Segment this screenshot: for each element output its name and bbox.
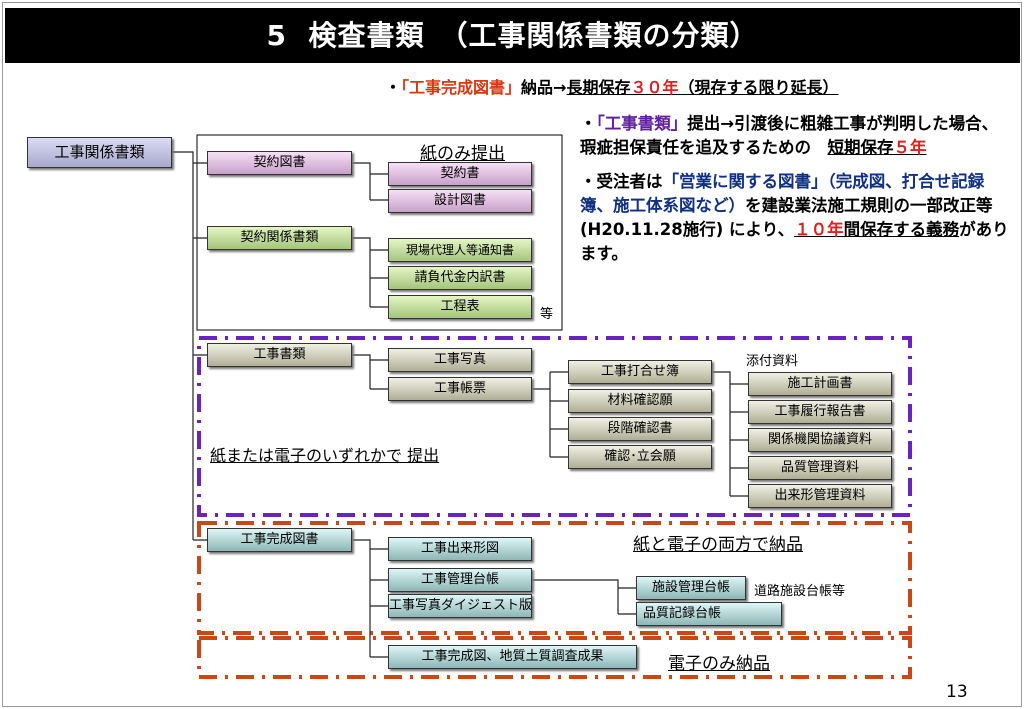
paper-or-electronic-label: 紙または電子のいずれかで 提出 <box>210 446 440 465</box>
page-number: 13 <box>946 682 968 702</box>
box-attachment: 品質管理資料 <box>748 456 892 480</box>
box-attachment: 関係機関協議資料 <box>748 428 892 452</box>
both-frame <box>197 521 912 635</box>
box-ukeoi: 請負代金内訳書 <box>388 266 532 290</box>
box-koji-shorui: 工事書類 <box>207 343 352 367</box>
box-kansei-tosho: 工事完成図書 <box>207 528 352 552</box>
note-koji-shorui: ・「工事書類」提出→引渡後に粗雑工事が判明した場合、瑕疵担保責任を追及するための… <box>580 114 999 157</box>
paper-only-label: 紙のみ提出 <box>420 144 505 164</box>
electronic-only-frame <box>197 636 912 679</box>
attach-label: 添付資料 <box>746 354 799 369</box>
box-attachment: 施工計画書 <box>748 372 892 396</box>
box-keiyaku-tosho: 契約図書 <box>207 151 352 175</box>
box-hinshitsu: 品質記録台帳 <box>636 602 782 626</box>
etc-label: 等 <box>540 307 554 322</box>
box-attachment: 工事履行報告書 <box>748 400 892 424</box>
box-keiyakusho: 契約書 <box>388 162 532 186</box>
box-root: 工事関係書類 <box>27 137 172 168</box>
slide-title: 5 検査書類 （工事関係書類の分類） <box>5 8 1020 63</box>
box-digest: 工事写真ダイジェスト版 <box>388 594 532 618</box>
box-koji-chohyo: 工事帳票 <box>388 377 532 401</box>
both-label: 紙と電子の両方で納品 <box>633 535 803 555</box>
box-dankai: 段階確認書 <box>568 417 712 441</box>
box-attachment: 出来形管理資料 <box>748 484 892 508</box>
box-sekkei-tosho: 設計図書 <box>388 189 532 213</box>
box-genba: 現場代理人等通知書 <box>388 238 532 262</box>
electronic-only-label: 電子のみ納品 <box>668 654 770 674</box>
box-koteihyo: 工程表 <box>388 295 532 319</box>
road-etc-label: 道路施設台帳等 <box>754 584 846 599</box>
paper-only-frame <box>196 134 563 331</box>
notes: ・「工事書類」提出→引渡後に粗雑工事が判明した場合、瑕疵担保責任を追及するための… <box>580 112 1010 276</box>
box-koji-shashin: 工事写真 <box>388 348 532 372</box>
box-keiyaku-kankei: 契約関係書類 <box>207 226 352 250</box>
note-eigyo-tosho: ・受注者は「営業に関する図書」（完成図、打合せ記録簿、施工体系図など）を建設業法… <box>580 172 1009 263</box>
box-dekigata: 工事出来形図 <box>388 537 532 561</box>
box-kanseizu: 工事完成図、地質土質調査成果 <box>388 645 637 669</box>
box-shisetsu: 施設管理台帳 <box>636 576 746 600</box>
box-kanri-daicho: 工事管理台帳 <box>388 568 532 592</box>
box-uchiawase: 工事打合せ簿 <box>568 360 712 384</box>
box-tachiai: 確認･立会願 <box>568 445 712 469</box>
box-zairyo: 材料確認願 <box>568 389 712 413</box>
header-note: ・「工事完成図書」納品→長期保存３０年（現存する限り延長） <box>385 78 839 97</box>
